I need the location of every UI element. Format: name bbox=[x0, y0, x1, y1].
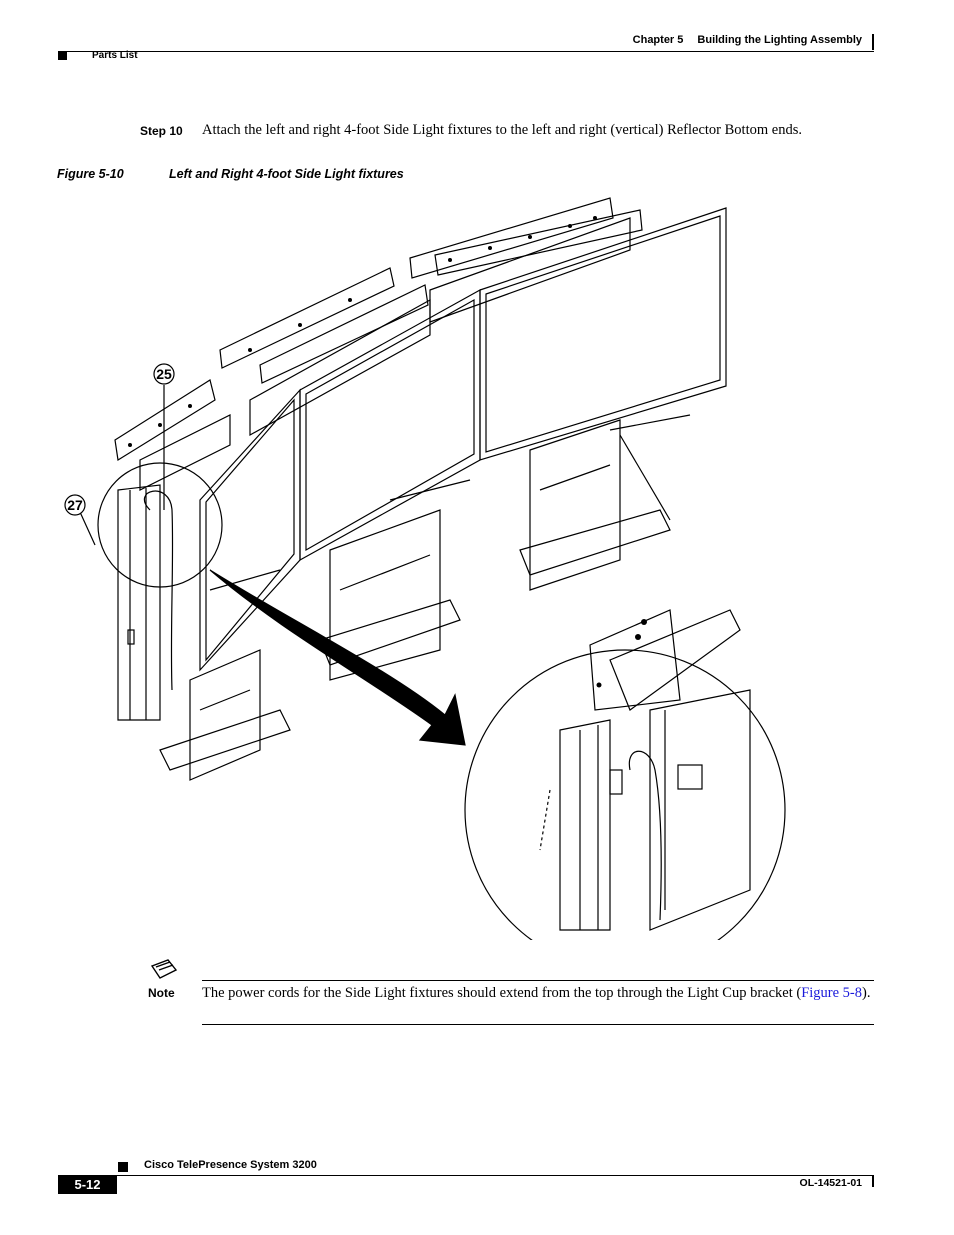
page-number: 5-12 bbox=[58, 1175, 117, 1194]
footer-title: Cisco TelePresence System 3200 bbox=[144, 1159, 317, 1171]
svg-text:25: 25 bbox=[156, 366, 172, 382]
assembly-illustration: 25 27 bbox=[64, 197, 786, 940]
note-text: The power cords for the Side Light fixtu… bbox=[202, 984, 874, 1002]
figure-5-8-link[interactable]: Figure 5-8 bbox=[801, 985, 863, 1001]
footer-marker bbox=[118, 1162, 128, 1172]
footer-bar bbox=[872, 1175, 874, 1187]
header-marker bbox=[58, 51, 67, 60]
note-rule-bottom bbox=[202, 1024, 874, 1025]
svg-text:27: 27 bbox=[67, 497, 83, 513]
chapter-title: Building the Lighting Assembly bbox=[697, 34, 862, 46]
step-label: Step 10 bbox=[140, 124, 183, 138]
note-text-before: The power cords for the Side Light fixtu… bbox=[202, 985, 802, 1001]
step-text: Attach the left and right 4-foot Side Li… bbox=[202, 122, 802, 138]
section-title: Parts List bbox=[92, 50, 138, 61]
callout-25: 25 bbox=[153, 363, 175, 385]
figure-title: Left and Right 4-foot Side Light fixture… bbox=[169, 167, 404, 181]
footer-rule bbox=[58, 1175, 874, 1176]
note-rule-top bbox=[202, 980, 874, 981]
running-header: Chapter 5 Building the Lighting Assembly bbox=[560, 34, 862, 46]
document-id: OL-14521-01 bbox=[799, 1177, 862, 1189]
line-art bbox=[79, 197, 786, 940]
note-pencil-icon bbox=[150, 959, 178, 979]
header-rule bbox=[58, 51, 874, 52]
chapter-number: Chapter 5 bbox=[632, 34, 684, 46]
figure-number: Figure 5-10 bbox=[57, 167, 124, 181]
header-bar bbox=[872, 34, 874, 50]
note-label: Note bbox=[148, 986, 175, 1000]
note-text-after: ). bbox=[862, 985, 871, 1001]
callout-27: 27 bbox=[64, 494, 86, 516]
